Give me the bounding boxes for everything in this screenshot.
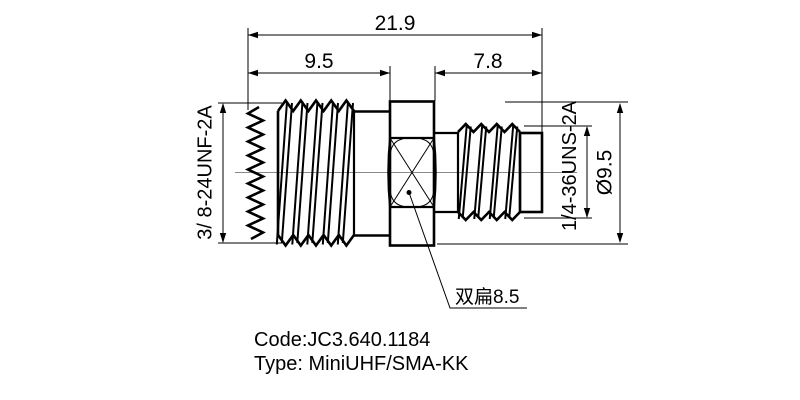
hex-section — [387, 100, 437, 247]
arrowhead — [248, 69, 258, 77]
right-thread-label: 1/4-36UNS-2A — [559, 100, 581, 231]
arrowhead — [583, 126, 591, 136]
arrowhead — [219, 103, 227, 113]
dim-body-diameter: Ø9.5 — [594, 150, 617, 196]
internal-thread-zigzag — [244, 105, 267, 241]
arrowhead — [532, 31, 542, 39]
right-thread-hatching — [457, 124, 519, 220]
arrowhead — [583, 208, 591, 218]
dim-left-section-length: 9.5 — [304, 50, 333, 73]
left-thread-hatching — [275, 101, 354, 245]
leader-line — [408, 192, 527, 309]
right-body-outline — [434, 122, 544, 222]
arrowhead — [248, 31, 258, 39]
note-code: Code:JC3.640.1184 — [254, 329, 430, 351]
dimension-lines — [218, 28, 628, 309]
arrowhead — [435, 69, 445, 77]
arrowhead — [532, 69, 542, 77]
arrowhead — [219, 233, 227, 243]
arrowhead — [380, 69, 390, 77]
note-type: Type: MiniUHF/SMA-KK — [254, 353, 469, 375]
flats-callout-label: 双扁8.5 — [455, 286, 519, 308]
end-cap — [518, 131, 544, 214]
dim-right-section-length: 7.8 — [473, 50, 502, 73]
arrowhead — [616, 103, 624, 113]
hex-flat-cross — [389, 137, 435, 208]
left-thread-label: 3/ 8-24UNF-2A — [195, 105, 217, 240]
arrowhead — [616, 233, 624, 243]
dim-overall-length: 21.9 — [375, 12, 416, 35]
left-body-outline — [244, 98, 390, 248]
